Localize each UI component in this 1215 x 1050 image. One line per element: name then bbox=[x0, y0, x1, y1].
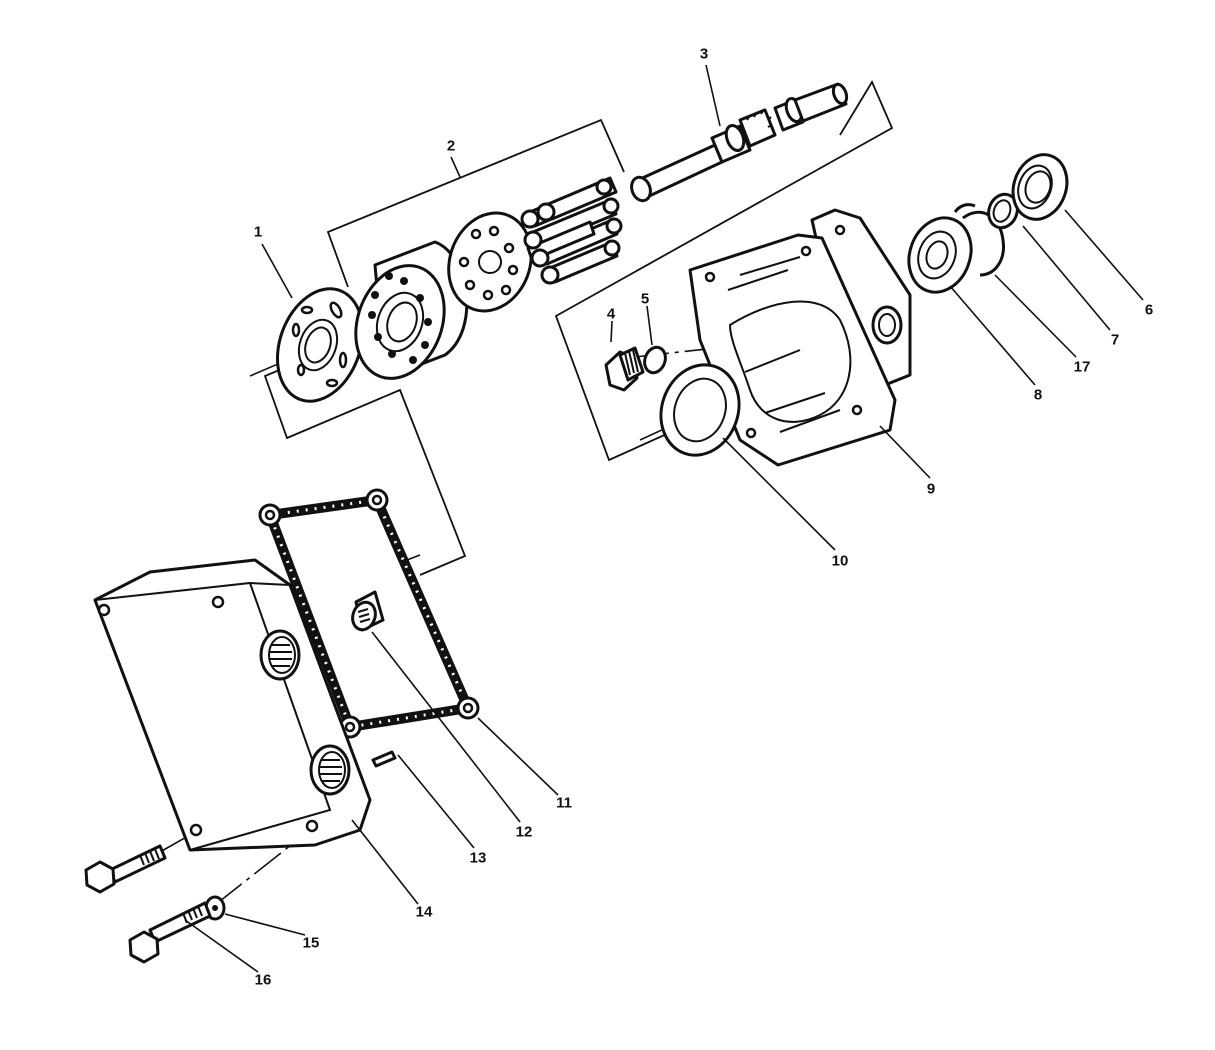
callout-2: 2 bbox=[446, 137, 456, 155]
callout-6: 6 bbox=[1144, 301, 1154, 319]
part-15-washer bbox=[204, 895, 306, 936]
part-6-shaft-seal bbox=[1011, 153, 1144, 301]
part-17-retaining-ring bbox=[953, 203, 1077, 358]
group-bracket-port-plate bbox=[263, 349, 467, 576]
group-bracket-shaft bbox=[554, 80, 894, 462]
part-13-pin bbox=[371, 750, 475, 849]
callout-1: 1 bbox=[253, 223, 263, 241]
part-3-drive-shaft bbox=[630, 64, 849, 203]
callout-12: 12 bbox=[515, 823, 533, 841]
callout-13: 13 bbox=[469, 849, 487, 867]
group-bracket-2 bbox=[326, 118, 625, 288]
part-12-needle-bearing bbox=[351, 590, 521, 823]
part-5-o-ring bbox=[643, 305, 667, 375]
part-8-bearing bbox=[907, 216, 1036, 386]
callout-9: 9 bbox=[926, 480, 936, 498]
callout-7: 7 bbox=[1110, 331, 1120, 349]
callout-16: 16 bbox=[254, 971, 272, 989]
callout-11: 11 bbox=[556, 794, 572, 812]
part-1-port-plate bbox=[261, 243, 365, 403]
part-14-end-cover bbox=[93, 558, 419, 905]
callout-3: 3 bbox=[699, 45, 709, 63]
part-16-bolts bbox=[84, 844, 259, 973]
callout-17: 17 bbox=[1073, 358, 1091, 376]
part-2-rotating-group bbox=[354, 176, 623, 380]
callout-14: 14 bbox=[415, 903, 433, 921]
part-4-plug bbox=[604, 320, 645, 392]
callout-15: 15 bbox=[302, 934, 320, 952]
callout-4: 4 bbox=[606, 305, 616, 323]
part-7-spacer bbox=[987, 192, 1111, 331]
callout-10: 10 bbox=[831, 552, 849, 570]
callout-8: 8 bbox=[1033, 386, 1043, 404]
callout-5: 5 bbox=[640, 290, 650, 308]
part-10-thrust-washer bbox=[659, 363, 836, 551]
pistons bbox=[520, 176, 623, 285]
